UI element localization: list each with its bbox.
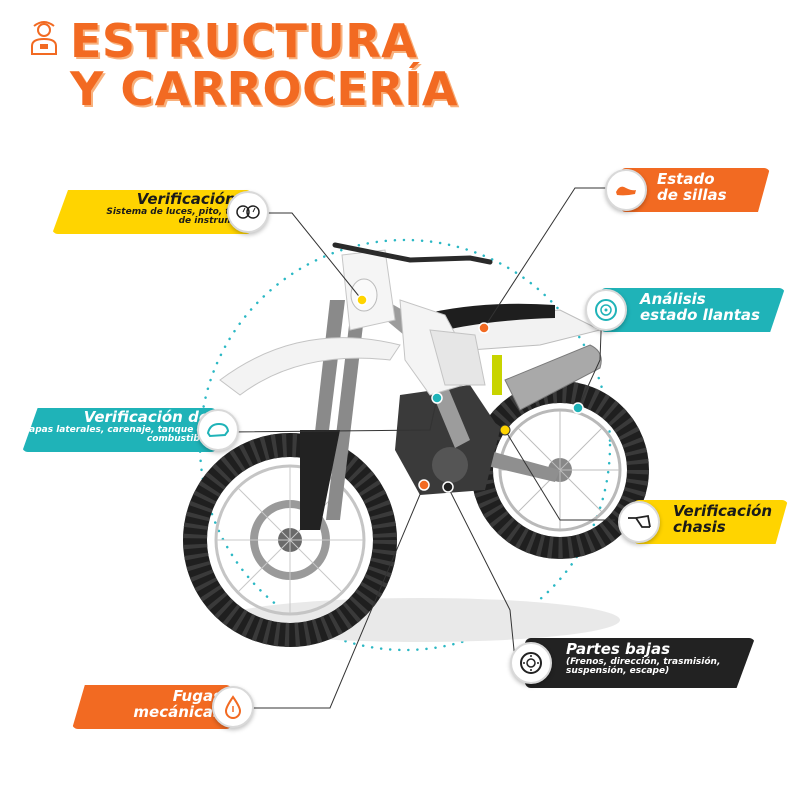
dot-llantas — [572, 402, 584, 414]
fuel-tank-icon — [197, 409, 239, 451]
callout-llantas-title: Análisis — [640, 290, 706, 308]
callout-chasis: Verificación chasis — [618, 500, 793, 544]
callout-llantas-title2: estado llantas — [640, 305, 760, 324]
dot-tapas — [431, 392, 443, 404]
callout-sillas: Estado de sillas — [605, 168, 785, 212]
tire-icon — [585, 289, 627, 331]
dot-partes — [442, 481, 454, 493]
brake-disc-icon — [510, 642, 552, 684]
callout-tapas-subtitle: tapas laterales, carenaje, tanque de com… — [24, 424, 209, 445]
callout-fugas-title2: mecánicas — [133, 702, 222, 721]
callout-llantas: Análisis estado llantas — [585, 288, 795, 332]
callout-tapas: Verificación de tapas laterales, carenaj… — [22, 408, 239, 452]
callout-fugas: Fugas mecánicas — [72, 685, 254, 729]
callout-luces-subtitle: Sistema de luces, pito, tablero de instr… — [106, 206, 262, 227]
front-wheel — [183, 433, 397, 647]
callout-partes: Partes bajas (Frenos, dirección, trasmis… — [510, 638, 760, 688]
callout-sillas-title: Estado — [657, 170, 715, 188]
dot-luces — [356, 294, 368, 306]
instrument-cluster-icon — [227, 191, 269, 233]
page-title-line2: Y CARROCERÍA — [70, 62, 458, 116]
seat-icon — [605, 169, 647, 211]
callout-fugas-title: Fugas — [172, 687, 222, 705]
dot-sillas — [478, 322, 490, 334]
callout-luces: Verificación de Sistema de luces, pito, … — [52, 190, 269, 234]
callout-chasis-title2: chasis — [673, 517, 726, 536]
callout-partes-subtitle: (Frenos, dirección, trasmisión, suspensi… — [566, 656, 721, 677]
callout-partes-title: Partes bajas — [566, 640, 671, 658]
page-title-line1: ESTRUCTURA — [70, 14, 418, 68]
oil-drop-icon — [212, 686, 254, 728]
callout-chasis-title: Verificación — [673, 502, 773, 520]
dotted-ring — [198, 238, 612, 652]
callout-tapas-title: Verificación de — [83, 408, 209, 426]
dot-fugas — [418, 479, 430, 491]
mechanic-logo-icon — [31, 21, 57, 55]
callout-sillas-title2: de sillas — [657, 185, 727, 204]
dot-chasis — [499, 424, 511, 436]
chassis-icon — [618, 501, 660, 543]
